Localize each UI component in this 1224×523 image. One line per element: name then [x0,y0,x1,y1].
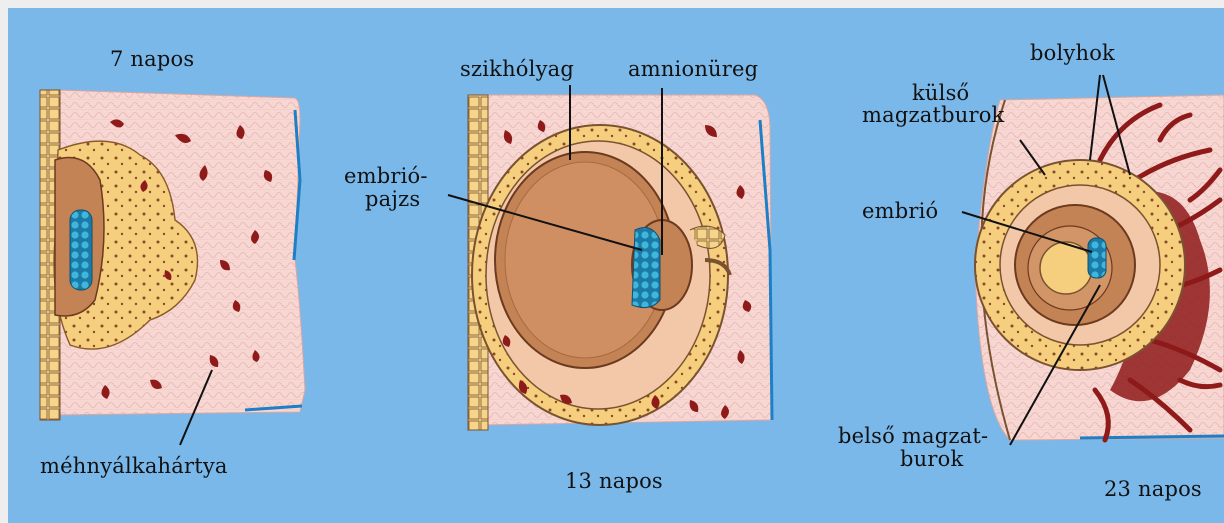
label-villi: bolyhok [1030,42,1115,64]
label-embryonic-shield-1: embrió- [344,165,428,187]
title-13-days: 13 napos [565,470,663,492]
label-embryo: embrió [862,200,938,222]
label-inner-membrane-1: belső magzat- [838,425,988,447]
embryo-body [1088,238,1106,278]
label-embryonic-shield-2: pajzs [365,188,420,210]
label-yolk-sac: szikhólyag [460,58,574,80]
stage-7-day-illustration [40,90,305,445]
stage-23-day-illustration [962,75,1224,445]
label-inner-membrane-2: burok [900,448,963,470]
label-outer-membrane-1: külső [912,82,969,104]
embryonic-shield [632,228,660,308]
stage-13-day-illustration [448,85,772,430]
label-outer-membrane-2: magzatburok [862,104,1004,126]
title-23-days: 23 napos [1104,478,1202,500]
embryonic-disc [70,210,92,290]
label-endometrium: méhnyálkahártya [40,455,228,477]
label-amniotic-cavity: amnionüreg [628,58,758,80]
title-7-days: 7 napos [110,48,194,70]
